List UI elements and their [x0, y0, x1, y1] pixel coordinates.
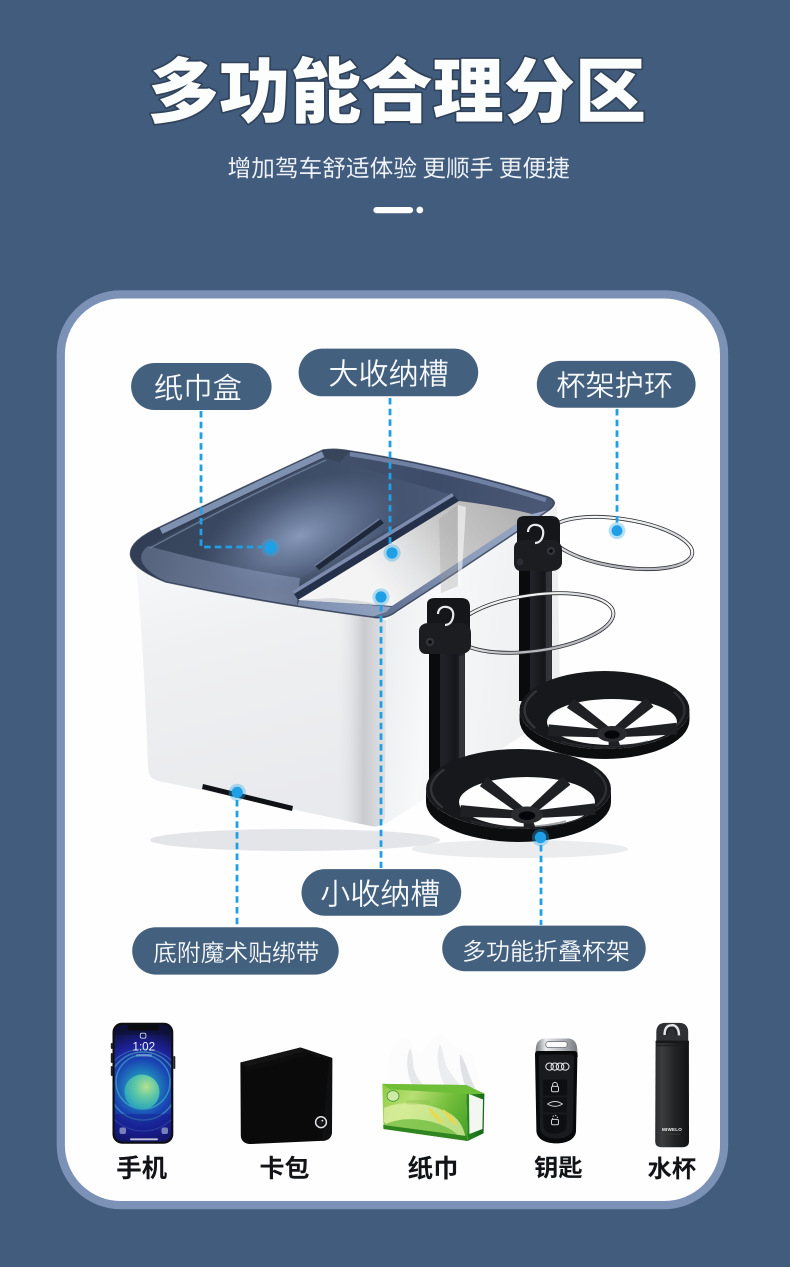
svg-text:1:02: 1:02 — [133, 1041, 156, 1054]
svg-text:MIWELO: MIWELO — [662, 1127, 682, 1132]
